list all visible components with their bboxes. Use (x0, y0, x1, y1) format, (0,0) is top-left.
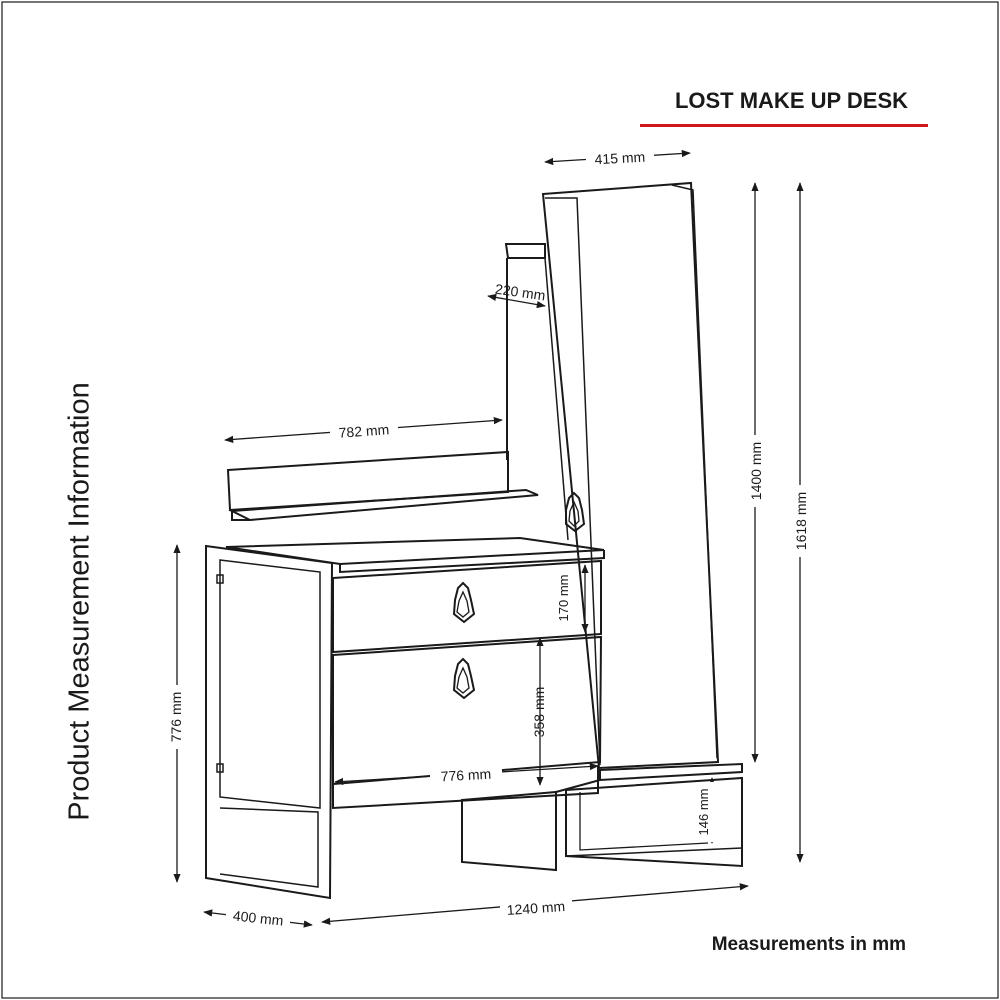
handle-icon (452, 581, 476, 624)
shelf (228, 488, 539, 522)
shelf-edge (231, 511, 250, 521)
center-leg (461, 790, 557, 872)
back-panel-edge (544, 257, 569, 541)
label-shelf-depth: 220 mm (494, 281, 546, 304)
title-block: LOST MAKE UP DESK (640, 88, 930, 127)
hinge-icon (216, 763, 224, 773)
lower-shelf-back (579, 792, 709, 851)
drawer-bottom (332, 635, 603, 786)
title-underline (640, 124, 928, 127)
label-mirror-width: 415 mm (594, 149, 645, 168)
lower-shelf-top (599, 762, 743, 782)
label-total-height: 1618 mm (793, 492, 809, 550)
lower-shelf-joint (555, 779, 601, 793)
lower-shelf-body (565, 776, 743, 868)
left-panel (205, 544, 334, 900)
side-title: Product Measurement Information (63, 382, 96, 821)
left-panel-bottom (219, 807, 319, 888)
page-title: LOST MAKE UP DESK (674, 88, 908, 113)
label-depth: 400 mm (232, 907, 284, 928)
drawer-top (332, 559, 602, 654)
label-cabinet-height: 776 mm (168, 692, 184, 743)
handle-icon (565, 491, 586, 533)
desk-outline (205, 181, 743, 900)
label-lower-shelf: 146 mm (696, 789, 711, 836)
mirror-frame (541, 181, 720, 770)
mirror-inner-right (671, 184, 718, 759)
label-total-width: 1240 mm (506, 898, 565, 918)
label-drawer-bottom: 358 mm (531, 687, 547, 738)
lower-shelf-inner (565, 847, 743, 857)
label-desk-inner-width: 776 mm (440, 766, 491, 785)
mirror-inner-left (545, 197, 601, 766)
handle-icon (452, 657, 476, 700)
footer-note: Measurements in mm (711, 934, 906, 955)
label-shelf-width: 782 mm (338, 421, 390, 440)
hinge-icon (216, 574, 224, 584)
back-panel-top (504, 243, 546, 259)
desktop-front (339, 550, 605, 574)
dimension-line-shelf-depth (487, 293, 546, 309)
label-mirror-height: 1400 mm (748, 442, 764, 500)
label-drawer-top: 170 mm (556, 575, 571, 622)
left-panel-door (219, 559, 321, 809)
